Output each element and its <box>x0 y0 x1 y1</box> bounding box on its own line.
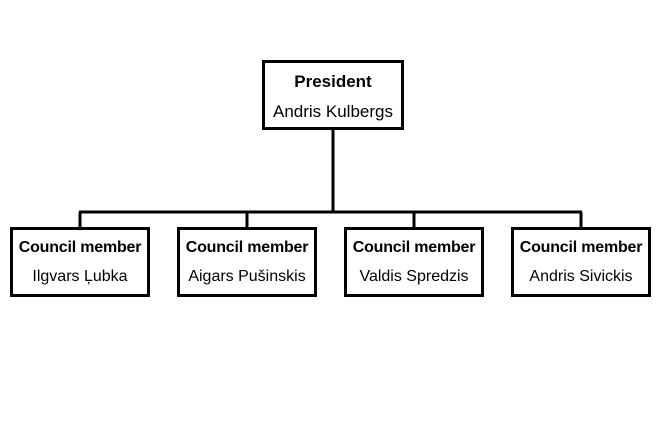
member-role: Council member <box>18 239 142 256</box>
council-member-node-2: Council member Aigars Pušinskis <box>177 227 317 297</box>
member-name: Ilgvars Ļubka <box>32 268 128 285</box>
council-member-node-1: Council member Ilgvars Ļubka <box>10 227 150 297</box>
member-role: Council member <box>519 239 643 256</box>
member-role: Council member <box>185 239 309 256</box>
council-member-node-3: Council member Valdis Spredzis <box>344 227 484 297</box>
member-name: Valdis Spredzis <box>359 268 469 285</box>
member-name: Aigars Pušinskis <box>188 268 306 285</box>
member-role: Council member <box>352 239 476 256</box>
president-role: President <box>294 72 372 91</box>
member-name: Andris Sivickis <box>529 268 633 285</box>
president-node: President Andris Kulbergs <box>262 60 404 130</box>
president-name: Andris Kulbergs <box>272 102 393 121</box>
council-member-node-4: Council member Andris Sivickis <box>511 227 651 297</box>
